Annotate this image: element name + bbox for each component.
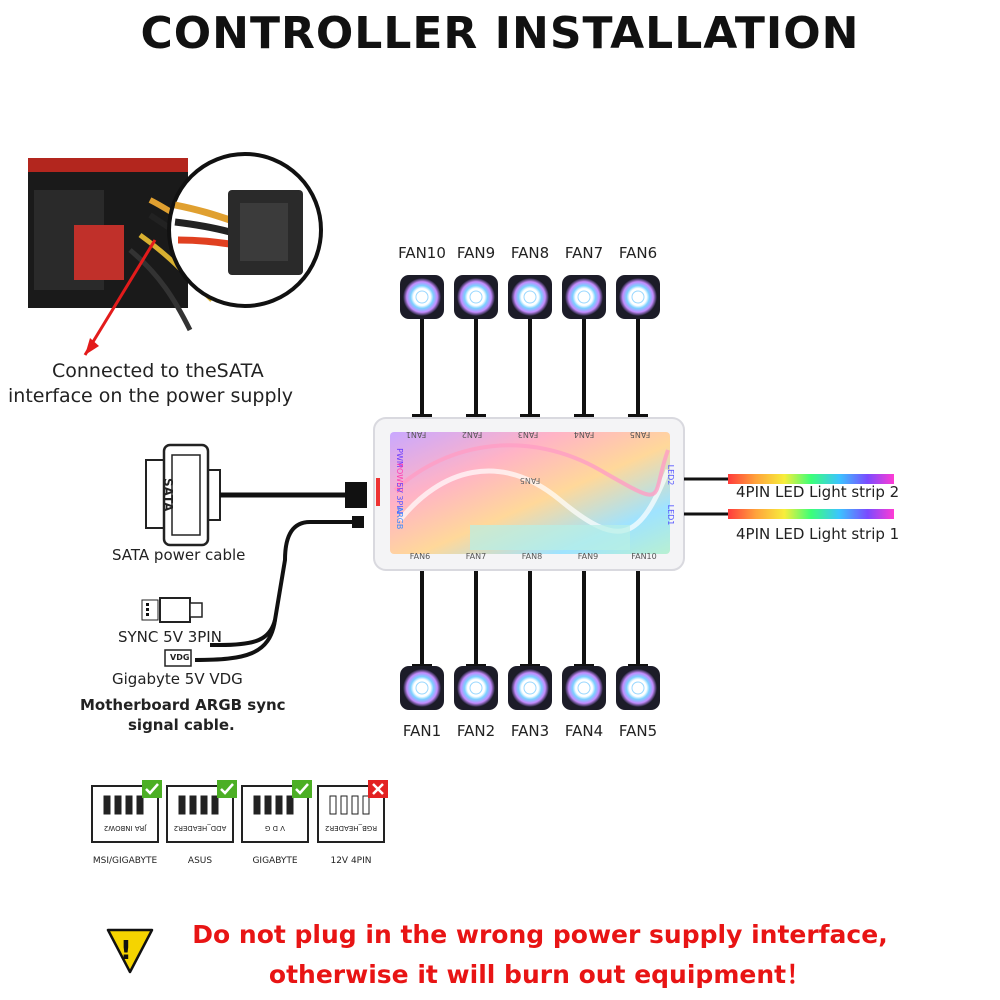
fan-label-bottom: FAN2 (456, 722, 496, 740)
power-supply-image (28, 158, 231, 356)
header-pin-text: JRA INBOW2 (104, 824, 148, 832)
board-top-port-label: FAN5 (630, 430, 650, 439)
vdg-caption: Gigabyte 5V VDG (112, 670, 243, 688)
top-fans (400, 275, 660, 419)
led-strip-1-label: 4PIN LED Light strip 1 (736, 525, 900, 543)
warning-line2: otherwise it will burn out equipment！ (268, 960, 812, 989)
board-bottom-port-label: FAN8 (522, 552, 542, 561)
header-caption: GIGABYTE (252, 856, 298, 866)
board-right-label: LED1 (666, 505, 675, 526)
board-left-label: 5V 3PIN (395, 482, 404, 513)
fan-label-top: FAN6 (618, 244, 658, 262)
board-center-label: FAN5 (520, 476, 540, 485)
psu-caption-line2: interface on the power supply (8, 385, 294, 407)
fan-bottom-4 (562, 666, 606, 710)
sata-plug (145, 443, 367, 547)
board-top-port-label: FAN3 (518, 430, 538, 439)
fan-cable-top-5-plug (628, 414, 648, 419)
fan-cable-top-1-plug (412, 414, 432, 419)
header-caption: ASUS (187, 856, 213, 866)
board-top-port-label: FAN2 (462, 430, 482, 439)
fan-top-1 (400, 275, 444, 319)
fan-label-top: FAN10 (398, 244, 446, 262)
led-strip-2-label: 4PIN LED Light strip 2 (736, 483, 900, 501)
fan-bottom-3 (508, 666, 552, 710)
psu-caption-line1: Connected to theSATA (52, 360, 264, 382)
led-strips (684, 474, 894, 519)
fan-bottom-2 (454, 666, 498, 710)
fan-bottom-1 (400, 666, 444, 710)
fan-cable-top-2-plug (466, 414, 486, 419)
board-bottom-port-label: FAN7 (466, 552, 486, 561)
header-pictogram: ADD_HEADER2 (166, 780, 237, 843)
header-pin-text: V D G (265, 824, 285, 832)
warning-exclamation: ! (120, 936, 132, 966)
sata-connector-zoom (167, 152, 323, 308)
header-caption: MSI/GIGABYTE (92, 856, 158, 866)
warning-icon (106, 928, 154, 974)
sata-cable-caption: SATA power cable (112, 546, 246, 564)
fan-label-bottom: FAN5 (618, 722, 658, 740)
controller-hub (373, 417, 685, 571)
sata-plug-label: SATA (161, 478, 175, 512)
header-pictogram: JRA INBOW2 (91, 780, 162, 843)
board-bottom-port-label: FAN10 (631, 552, 657, 561)
header-pictogram: V D G (241, 780, 312, 843)
board-top-port-label: FAN1 (406, 430, 426, 439)
fan-top-2 (454, 275, 498, 319)
board-left-label: PWM (395, 448, 404, 468)
warning-line1: Do not plug in the wrong power supply in… (192, 920, 888, 949)
sync-3pin-caption: SYNC 5V 3PIN (118, 628, 222, 646)
fan-cable-top-4-plug (574, 414, 594, 419)
fan-label-top: FAN7 (564, 244, 604, 262)
header-pin-text: ADD_HEADER2 (174, 824, 227, 832)
fan-top-3 (508, 275, 552, 319)
board-left-label: ARGB (395, 507, 404, 530)
header-pictogram: RGB_HEADER2 (317, 780, 388, 843)
bottom-fans (400, 570, 660, 710)
board-bottom-port-label: FAN9 (578, 552, 598, 561)
argb-sync-cable (141, 516, 364, 667)
page-title: CONTROLLER INSTALLATION (140, 8, 860, 59)
mb-caption-line2: signal cable. (128, 716, 235, 734)
fan-top-5 (616, 275, 660, 319)
header-caption: 12V 4PIN (330, 856, 372, 866)
fan-label-top: FAN9 (456, 244, 496, 262)
board-bottom-port-label: FAN6 (410, 552, 430, 561)
fan-top-4 (562, 275, 606, 319)
header-compatibility: JRA INBOW2 ADD_HEADER2 V D G RGB_HEADER2 (91, 780, 388, 843)
fan-label-bottom: FAN3 (510, 722, 550, 740)
fan-label-bottom: FAN4 (564, 722, 604, 740)
fan-label-bottom: FAN1 (402, 722, 442, 740)
vdg-tag: VDG (170, 653, 190, 662)
fan-label-top: FAN8 (510, 244, 550, 262)
header-pin-text: RGB_HEADER2 (325, 824, 377, 832)
mb-caption-line1: Motherboard ARGB sync (80, 696, 286, 714)
board-top-port-label: FAN4 (574, 430, 594, 439)
board-left-label: POWER (395, 463, 404, 493)
fan-bottom-5 (616, 666, 660, 710)
board-right-label: LED2 (666, 465, 675, 486)
fan-cable-top-3-plug (520, 414, 540, 419)
